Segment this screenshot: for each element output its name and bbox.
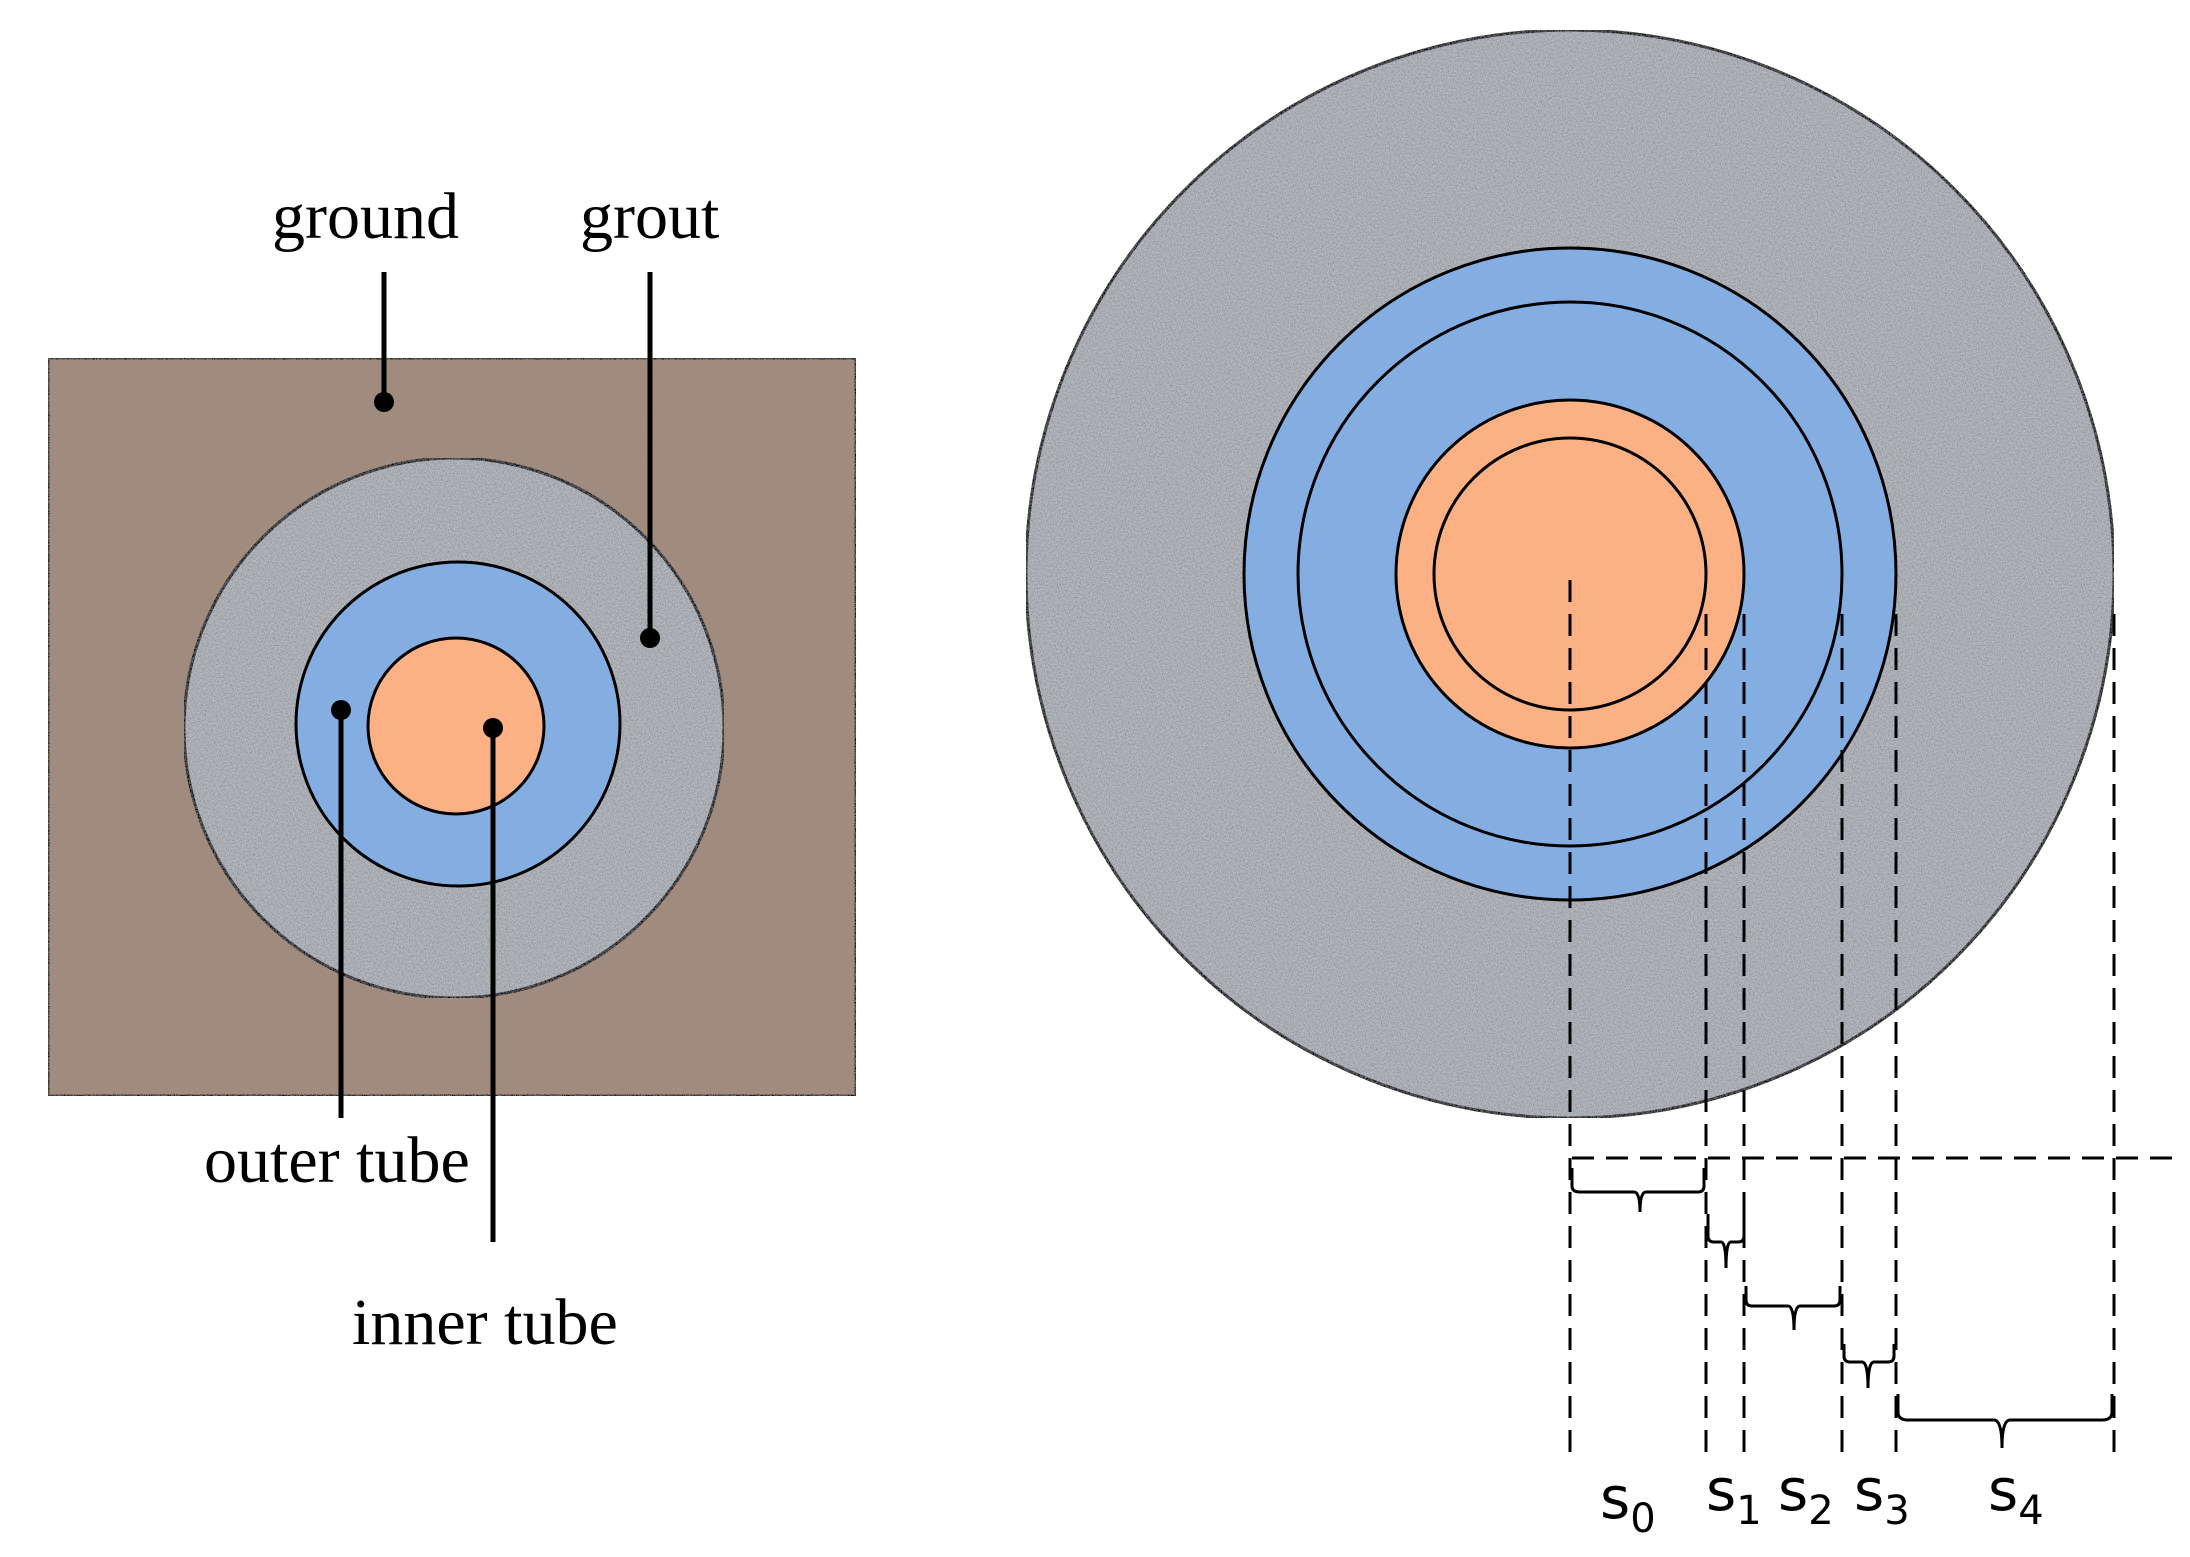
brace-s1 — [1706, 1214, 1746, 1269]
outer-tube-label: outer tube — [204, 1124, 470, 1197]
segment-label-s4: s4 — [1988, 1456, 2044, 1534]
outer-tube-inner-boundary — [1296, 300, 1844, 848]
inner-tube-label: inner tube — [352, 1286, 618, 1359]
inner-tube-inner-boundary — [1432, 436, 1708, 712]
segment-label-s3: s3 — [1854, 1456, 1910, 1534]
brace-s4 — [1896, 1394, 2114, 1449]
brace-s2 — [1744, 1286, 1842, 1331]
segment-label-s0: s0 — [1600, 1464, 1656, 1542]
inner-tube-region — [366, 636, 546, 816]
outer-tube-leader-dot — [331, 700, 351, 720]
ground-label: ground — [272, 180, 459, 253]
inner-tube-wall — [1394, 398, 1746, 750]
segment-label-s2: s2 — [1778, 1456, 1834, 1534]
ground-leader-dot — [374, 392, 394, 412]
right-cross-section: s0 s1 s2 s3 s4 — [1024, 28, 2180, 1542]
grout-label: grout — [580, 180, 719, 253]
segment-label-s1: s1 — [1706, 1456, 1762, 1534]
left-cross-section: ground grout outer tube inner tube — [46, 180, 858, 1359]
grout-leader-dot — [640, 628, 660, 648]
inner-tube-leader-dot — [483, 718, 503, 738]
brace-s0 — [1570, 1168, 1706, 1213]
projection-lines — [1568, 580, 2180, 1456]
segment-braces — [1570, 1168, 2114, 1449]
brace-s3 — [1842, 1344, 1896, 1389]
